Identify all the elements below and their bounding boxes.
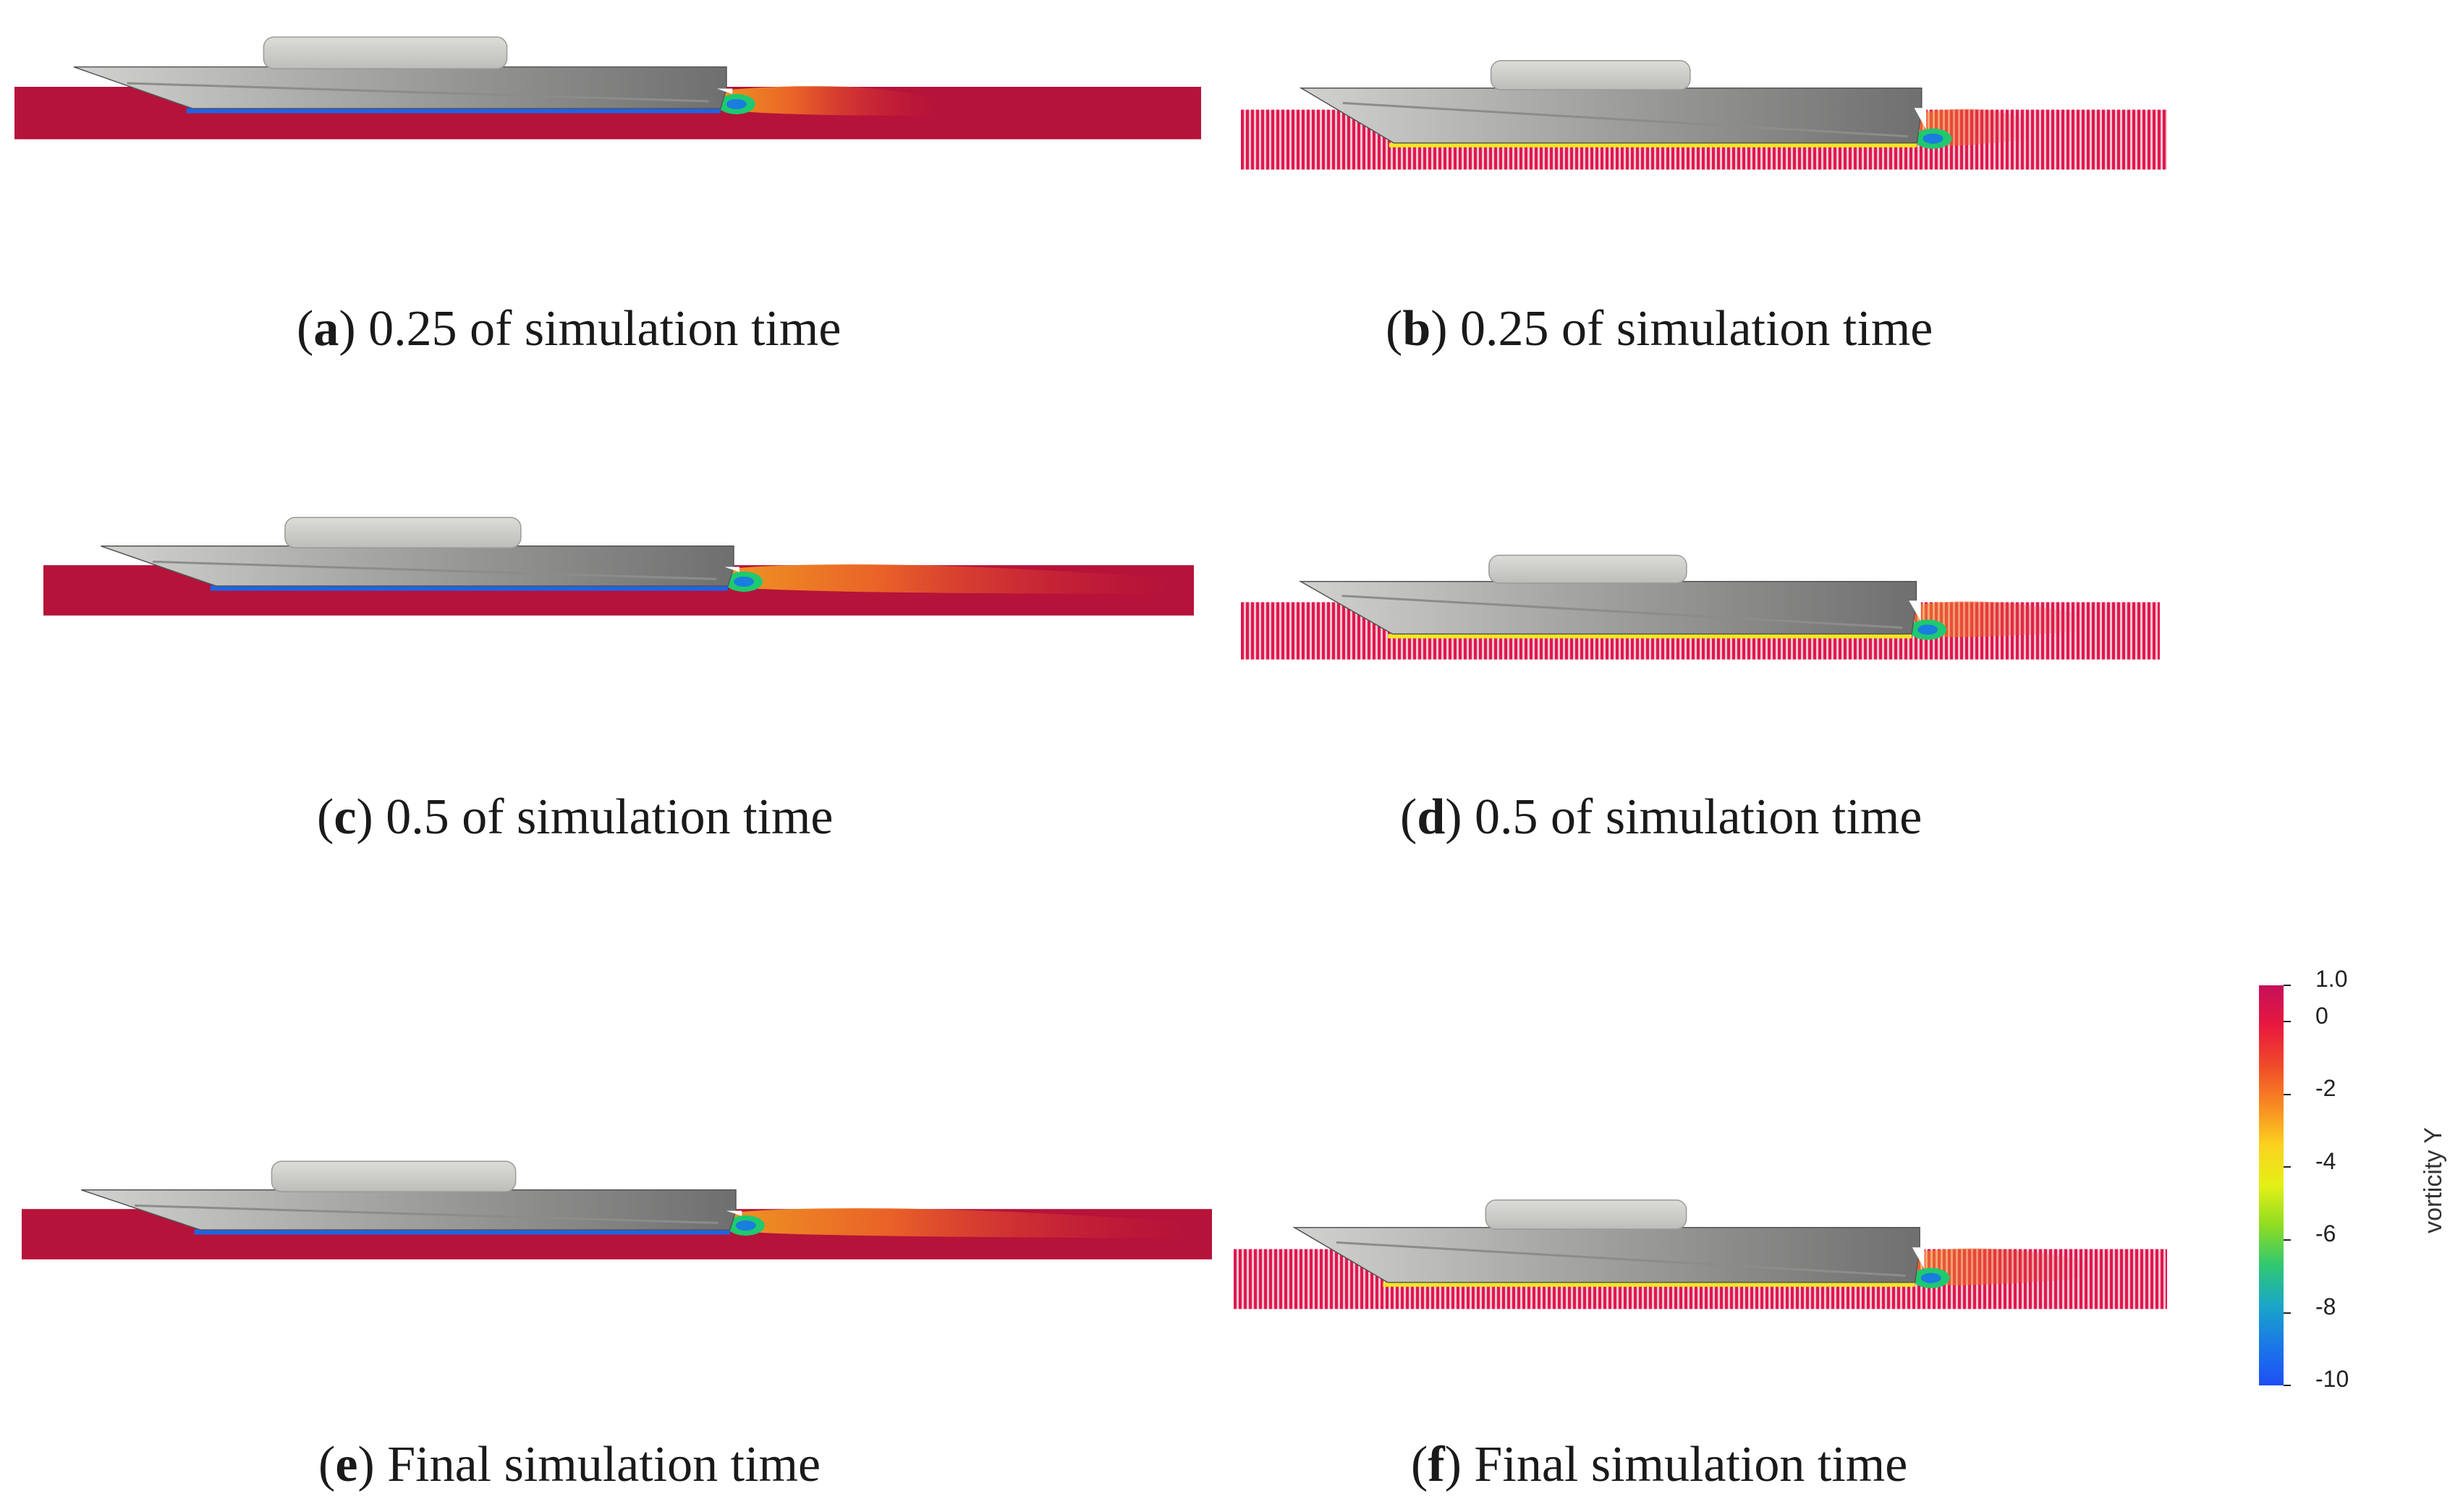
- ship-hull: [73, 66, 727, 109]
- deckhouse: [1490, 60, 1691, 90]
- caption-c: (c) 0.5 of simulation time: [317, 789, 834, 845]
- panel-a-image: [14, 36, 1201, 140]
- deckhouse: [271, 1160, 517, 1192]
- caption-b: (b) 0.25 of simulation time: [1386, 301, 1933, 357]
- deckhouse: [284, 517, 522, 548]
- colorbar-tick-minus-2: -2: [2315, 1075, 2336, 1101]
- vortex-center: [735, 1220, 756, 1231]
- ship-hull: [1298, 581, 1917, 635]
- vortex-center: [1923, 133, 1943, 144]
- caption-f-letter: f: [1428, 1437, 1445, 1492]
- caption-b-letter: b: [1402, 301, 1431, 357]
- caption-b-text: ) 0.25 of simulation time: [1430, 301, 1933, 357]
- wake-plume: [720, 85, 937, 116]
- colorbar-tick-minus-4: -4: [2315, 1148, 2336, 1174]
- caption-f-text: ) Final simulation time: [1444, 1437, 1908, 1492]
- panel-b-image: [1241, 60, 2167, 170]
- hull-chine-line: [127, 82, 709, 103]
- colorbar-tick-minus-10: -10: [2315, 1366, 2349, 1392]
- panel-e-image: [22, 1160, 1212, 1260]
- caption-a-letter: a: [313, 301, 339, 357]
- caption-e-text: ) Final simulation time: [357, 1437, 821, 1492]
- caption-d-letter: d: [1417, 789, 1446, 845]
- deckhouse: [1485, 1199, 1687, 1230]
- deckhouse: [263, 36, 508, 69]
- hull-chine-line: [135, 1204, 718, 1224]
- caption-a-text: ) 0.25 of simulation time: [339, 301, 842, 357]
- vortex-center: [1920, 1273, 1941, 1283]
- panel-d-image: [1241, 554, 2160, 660]
- hull-chine-line: [1341, 595, 1903, 629]
- transom-gap: [724, 566, 739, 572]
- ship-hull: [101, 545, 734, 587]
- hull-chine-line: [1336, 1241, 1906, 1277]
- colorbar: [2259, 985, 2291, 1386]
- ship-hull: [81, 1189, 737, 1231]
- ship-hull: [1299, 87, 1923, 144]
- caption-d: (d) 0.5 of simulation time: [1400, 789, 1923, 845]
- wake-plume: [1915, 1248, 2092, 1286]
- panel-f-image: [1234, 1199, 2167, 1309]
- wake-plume: [729, 1208, 1188, 1239]
- panel-c-image: [43, 517, 1194, 616]
- colorbar-title: vorticity Y: [2419, 1127, 2447, 1233]
- caption-f: (f) Final simulation time: [1411, 1437, 1908, 1492]
- caption-d-text: ) 0.5 of simulation time: [1445, 789, 1923, 845]
- hull-chine-line: [153, 560, 717, 580]
- hull-chine-line: [1342, 101, 1908, 137]
- wake-plume: [1912, 601, 2086, 637]
- deckhouse: [1488, 554, 1687, 584]
- transom-gap: [716, 88, 733, 94]
- vortex-center: [726, 99, 747, 109]
- caption-c-text: ) 0.5 of simulation time: [356, 789, 834, 845]
- vortex-center: [734, 577, 755, 587]
- ship-hull: [1292, 1226, 1920, 1283]
- vortex-center: [1917, 624, 1938, 635]
- caption-e: (e) Final simulation time: [318, 1437, 821, 1492]
- colorbar-tick-minus-6: -6: [2315, 1220, 2336, 1246]
- colorbar-tick-0: 0: [2315, 1003, 2328, 1029]
- colorbar-tick-1: 1.0: [2315, 966, 2348, 992]
- colorbar-gradient: [2259, 985, 2284, 1385]
- caption-a: (a) 0.25 of simulation time: [297, 301, 842, 357]
- wake-plume: [728, 564, 1171, 595]
- colorbar-tick-minus-8: -8: [2315, 1294, 2336, 1320]
- caption-e-letter: e: [335, 1437, 358, 1492]
- caption-c-letter: c: [334, 789, 357, 845]
